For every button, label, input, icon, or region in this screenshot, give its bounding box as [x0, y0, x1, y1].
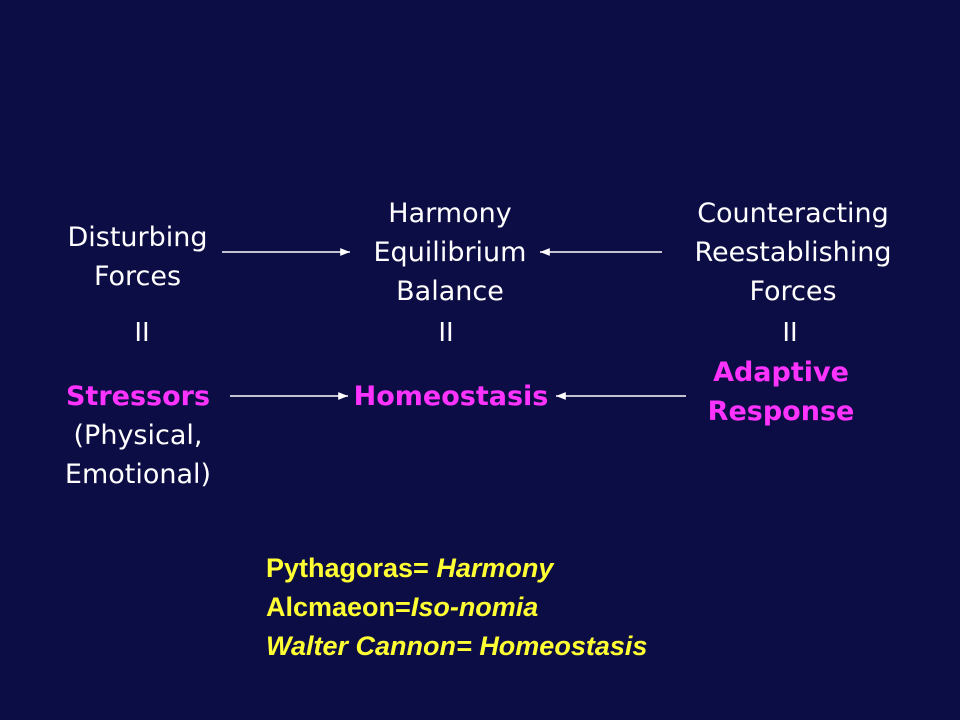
stressors-detail-line1: (Physical, — [73, 420, 203, 451]
disturbing-forces-label: Disturbing Forces — [67, 222, 208, 292]
adaptive-response-label: Adaptive Response — [707, 357, 855, 427]
footer-attributions: Pythagoras= Harmony Alcmaeon=Iso-nomia W… — [266, 549, 647, 666]
harmony-equilibrium-balance-label: Harmony Equilibrium Balance — [373, 198, 527, 307]
counteracting-forces-label: Counteracting Reestablishing Forces — [694, 198, 892, 307]
stressors-detail-line2: Emotional) — [64, 459, 212, 490]
equals-marker-left: II — [134, 318, 150, 348]
stressors-block: Stressors (Physical, Emotional) — [38, 377, 238, 494]
footer-line-pythagoras: Pythagoras= Harmony — [266, 553, 554, 583]
stressors-label: Stressors — [65, 381, 211, 412]
footer-line-cannon: Walter Cannon= Homeostasis — [266, 631, 648, 661]
equals-marker-center: II — [438, 318, 454, 348]
footer-line-alcmaeon: Alcmaeon=Iso-nomia — [266, 592, 539, 622]
equals-marker-right: II — [782, 318, 798, 348]
homeostasis-label: Homeostasis — [353, 381, 549, 412]
